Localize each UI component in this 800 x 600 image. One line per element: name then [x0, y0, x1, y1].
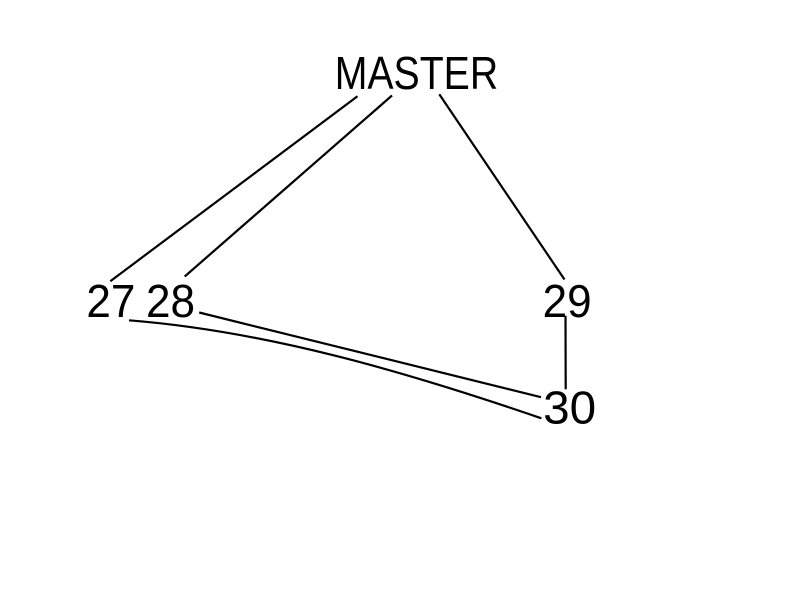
svg-text:28: 28 [146, 275, 195, 327]
svg-text:30: 30 [543, 382, 596, 434]
svg-text:MASTER: MASTER [335, 47, 499, 99]
svg-text:29: 29 [543, 275, 592, 327]
svg-text:27: 27 [86, 275, 135, 327]
